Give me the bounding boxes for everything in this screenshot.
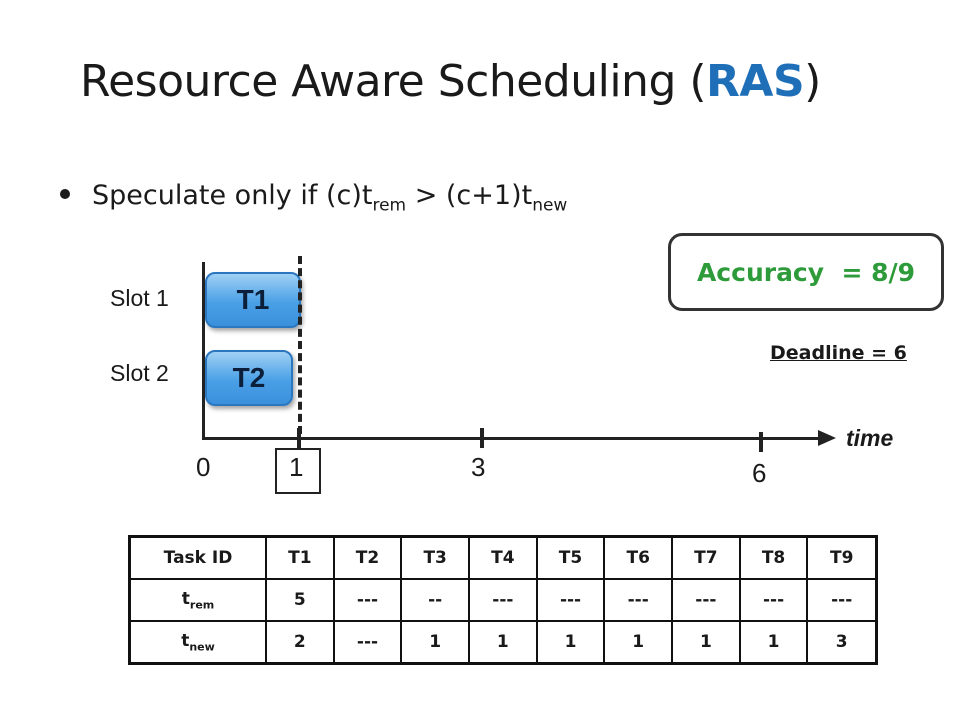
slot-2-label: Slot 2 [110,360,169,386]
table-cell: 5 [265,578,335,622]
bullet-sub-rem: rem [372,195,407,216]
bullet-sub-new: new [532,195,568,216]
title-end-text: ) [804,56,821,107]
table-cell: --- [738,578,809,622]
task-table: Task ID T1 T2 T3 T4 T5 T6 T7 T8 T9 trem … [128,535,878,665]
row-label-trem: trem [128,578,267,622]
table-header-cell: T8 [738,535,809,580]
table-cell: 1 [468,620,538,665]
table-cell: -- [400,578,471,622]
row-label-sub: rem [189,598,215,612]
tick-label-1: 1 [289,452,304,482]
tick-1 [297,428,301,448]
table-cell: 1 [671,620,741,665]
tick-3 [480,428,484,448]
deadline-label: Deadline = 6 [770,342,907,364]
time-axis-arrow-icon [818,430,836,446]
slide-title: Resource Aware Scheduling (RAS) [80,56,900,107]
table-header-cell: T5 [535,535,606,580]
tick-6 [759,432,763,452]
table-cell: 1 [400,620,471,665]
slot-1-label: Slot 1 [110,285,169,311]
table-header-row: Task ID T1 T2 T3 T4 T5 T6 T7 T8 T9 [128,535,878,580]
tick-label-6: 6 [752,458,767,488]
time-axis-label: time [846,425,894,451]
table-header-cell: T1 [265,535,335,580]
task-t2-block: T2 [205,350,293,406]
y-axis-line [202,262,205,440]
table-header-cell: T2 [332,535,403,580]
table-row: trem 5 --- -- --- --- --- --- --- --- [128,578,878,622]
accuracy-box: Accuracy = 8/9 [668,233,944,311]
bullet-middle: > (c+1)t [406,180,533,211]
highlight-box-1 [275,448,321,494]
table-cell: --- [535,578,606,622]
title-main-text: Resource Aware Scheduling ( [80,56,707,107]
table-cell: --- [468,578,538,622]
table-cell: 1 [603,620,674,665]
table-cell: --- [332,578,403,622]
table-row: tnew 2 --- 1 1 1 1 1 1 3 [128,620,878,665]
table-header-cell: Task ID [128,535,267,580]
table-header-cell: T7 [671,535,741,580]
table-cell: --- [603,578,674,622]
bullet-point: Speculate only if (c)trem > (c+1)tnew [60,180,567,215]
tick-label-3: 3 [471,452,486,482]
table-cell: --- [671,578,741,622]
table-cell: 1 [535,620,606,665]
row-label-text: t [181,630,190,651]
table-cell: 1 [738,620,809,665]
current-time-dashed-line [298,256,302,434]
row-label-sub: new [189,640,215,654]
task-t1-block: T1 [205,272,301,328]
table-header-cell: T3 [400,535,471,580]
table-header-cell: T6 [603,535,674,580]
table-cell: --- [332,620,403,665]
bullet-prefix: Speculate only if (c)t [92,180,373,211]
row-label-text: t [181,588,190,609]
table-cell: 3 [806,620,878,665]
time-axis-line [202,437,822,440]
table-header-cell: T4 [468,535,538,580]
table-header-cell: T9 [806,535,878,580]
title-accent-text: RAS [706,56,805,107]
bullet-dot-icon [60,188,70,199]
table-cell: --- [806,578,878,622]
table-cell: 2 [265,620,335,665]
row-label-tnew: tnew [128,620,267,665]
tick-label-0: 0 [196,452,211,482]
